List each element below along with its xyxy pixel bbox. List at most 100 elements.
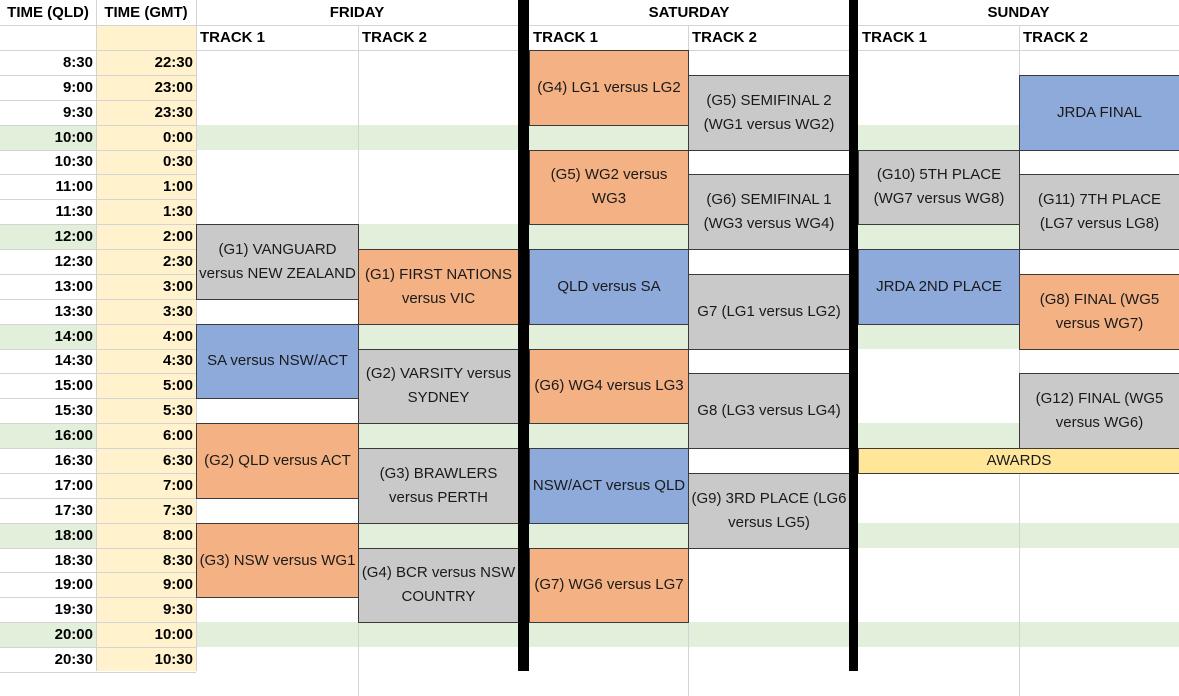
hour-band (196, 224, 1179, 250)
gridline-horizontal (0, 398, 196, 400)
time-qld-cell: 13:00 (54, 277, 93, 295)
sunday-header: SUNDAY (987, 4, 1050, 21)
gridline-horizontal (0, 224, 196, 226)
time-gmt-cell: 2:30 (162, 252, 193, 270)
saturday-track-1-event: (G6) WG4 versus LG3 (529, 348, 689, 425)
gridline-horizontal (0, 497, 196, 499)
gridline-horizontal (0, 522, 196, 524)
time-gmt-cell: 10:30 (154, 651, 193, 669)
gridline-horizontal (0, 472, 196, 474)
sunday-track-1-header: TRACK 1 (862, 29, 928, 46)
hour-band (0, 124, 96, 150)
time-qld-cell: 8:30 (62, 53, 93, 71)
gridline-horizontal (0, 273, 196, 275)
saturday-track-1-event: NSW/ACT versus QLD (529, 448, 689, 524)
sunday-track-1-event: (G10) 5TH PLACE (WG7 versus WG8) (858, 149, 1020, 226)
saturday-track-2-event: (G9) 3RD PLACE (LG6 versus LG5) (688, 472, 850, 549)
gridline-horizontal (0, 174, 196, 176)
hour-band (196, 124, 1179, 150)
time-gmt-cell: 5:30 (162, 402, 193, 420)
time-qld-cell: 11:00 (55, 178, 93, 196)
time-gmt-cell: 3:00 (162, 277, 193, 295)
hour-band (196, 522, 1179, 548)
time-gmt-cell: 7:00 (162, 476, 193, 494)
gridline-horizontal (0, 124, 196, 126)
friday-header: FRIDAY (329, 4, 385, 21)
time-qld-cell: 11:30 (55, 203, 93, 221)
saturday-track-1-event: QLD versus SA (529, 249, 689, 325)
friday-track-1-event: (G2) QLD versus ACT (196, 423, 359, 499)
time-gmt-cell: 5:00 (162, 377, 193, 395)
time-qld-cell: 19:30 (54, 601, 93, 619)
time-qld-cell: 9:00 (62, 78, 93, 96)
hour-band (196, 622, 1179, 648)
gridline-vertical (1019, 25, 1020, 696)
friday-track-2-event: (G3) BRAWLERS versus PERTH (358, 448, 519, 524)
time-gmt-cell: 8:00 (162, 526, 193, 544)
time-qld-cell: 12:00 (54, 228, 93, 246)
sunday-track-2-event: (G11) 7TH PLACE (LG7 versus LG8) (1019, 174, 1179, 251)
time-qld-cell: 18:00 (54, 526, 93, 544)
time-gmt-cell: 1:30 (162, 203, 193, 221)
gridline-horizontal (0, 572, 196, 574)
time-gmt-cell: 6:00 (162, 427, 193, 445)
friday-track-1-event: (G3) NSW versus WG1 (196, 522, 359, 599)
time-gmt-cell: 9:00 (162, 576, 193, 594)
saturday-track-2-event: (G6) SEMIFINAL 1 (WG3 versus WG4) (688, 174, 850, 251)
gridline-horizontal (0, 249, 196, 251)
time-gmt-cell: 0:30 (162, 153, 193, 171)
hour-band (0, 423, 96, 449)
time-gmt-cell: 10:00 (154, 626, 193, 644)
time-gmt-cell: 2:00 (162, 228, 193, 246)
gridline-horizontal (0, 298, 196, 300)
time-qld-cell: 17:30 (54, 501, 93, 519)
gridline-horizontal (0, 323, 196, 325)
gridline-horizontal (0, 373, 196, 375)
time-gmt-cell: 9:30 (162, 601, 193, 619)
time-qld-cell: 16:00 (54, 427, 93, 445)
sunday-track-2-event: (G12) FINAL (WG5 versus WG6) (1019, 373, 1179, 450)
gridline-horizontal (0, 597, 196, 599)
hour-band (0, 622, 96, 648)
friday-track-2-event: (G4) BCR versus NSW COUNTRY (358, 547, 519, 624)
hour-band (0, 323, 96, 349)
gridline-horizontal (0, 149, 196, 151)
saturday-track-1-event: (G4) LG1 versus LG2 (529, 50, 689, 126)
saturday-track-1-event: (G5) WG2 versus WG3 (529, 149, 689, 226)
hour-band (196, 423, 1179, 449)
friday-track-2-header: TRACK 2 (362, 29, 428, 46)
time-qld-cell: 17:00 (54, 476, 93, 494)
time-gmt-cell: 23:00 (154, 78, 193, 96)
saturday-track-2-event: G8 (LG3 versus LG4) (688, 373, 850, 450)
saturday-track-2-event: G7 (LG1 versus LG2) (688, 273, 850, 350)
time-gmt-cell: 23:30 (154, 103, 193, 121)
gridline-horizontal (0, 199, 196, 201)
gridline-horizontal (0, 99, 196, 101)
saturday-track-1-header: TRACK 1 (533, 29, 599, 46)
time-gmt-cell: 4:30 (162, 352, 193, 370)
time-qld-cell: 13:30 (54, 302, 93, 320)
gmt-column-background (96, 25, 196, 671)
time-gmt-cell: 3:30 (162, 302, 193, 320)
saturday-track-2-event: (G5) SEMIFINAL 2 (WG1 versus WG2) (688, 74, 850, 151)
time-qld-cell: 14:00 (54, 327, 93, 345)
time-qld-cell: 12:30 (54, 252, 93, 270)
time-qld-cell: 15:00 (54, 377, 93, 395)
gridline-vertical (96, 0, 97, 671)
friday-track-1-event: SA versus NSW/ACT (196, 323, 359, 400)
time-qld-cell: 20:30 (54, 651, 93, 669)
gridline-horizontal (0, 547, 196, 549)
saturday-sunday-divider (849, 0, 858, 671)
sunday-track-2-event: (G8) FINAL (WG5 versus WG7) (1019, 273, 1179, 350)
time-gmt-header: TIME (GMT) (104, 4, 188, 21)
gridline-horizontal (0, 423, 196, 425)
time-qld-cell: 14:30 (54, 352, 93, 370)
time-qld-cell: 15:30 (54, 402, 93, 420)
time-gmt-cell: 7:30 (162, 501, 193, 519)
sunday-track-1-event: JRDA 2ND PLACE (858, 249, 1020, 325)
time-gmt-cell: 1:00 (162, 178, 193, 196)
time-qld-cell: 19:00 (54, 576, 93, 594)
gridline-horizontal (0, 672, 196, 673)
friday-saturday-divider (518, 0, 529, 671)
gridline-horizontal (0, 25, 1179, 26)
